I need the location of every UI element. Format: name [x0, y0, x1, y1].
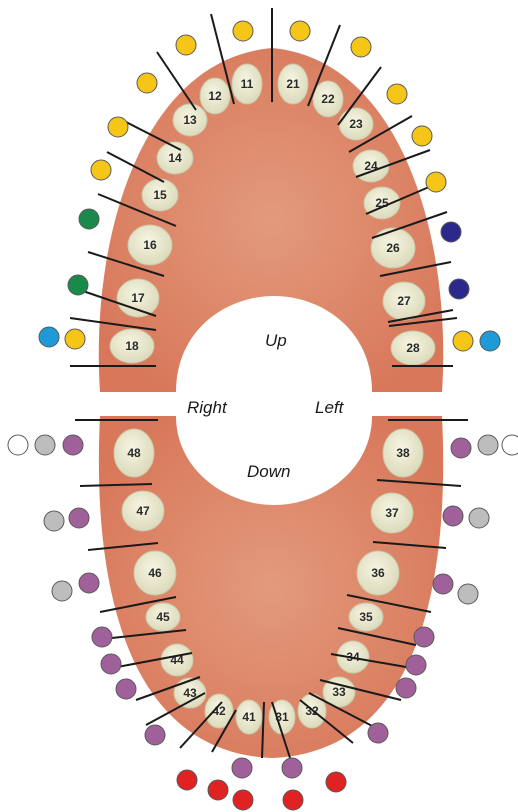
marker-31-purple[interactable]: [282, 758, 302, 778]
marker-22-yellow[interactable]: [351, 37, 371, 57]
marker-42-purple[interactable]: [145, 725, 165, 745]
marker-26-navy[interactable]: [441, 222, 461, 242]
marker-36-purple[interactable]: [433, 574, 453, 594]
marker-27-navy[interactable]: [449, 279, 469, 299]
marker-42-red[interactable]: [177, 770, 197, 790]
marker-23-yellow[interactable]: [387, 84, 407, 104]
tooth-number-13: 13: [183, 113, 197, 127]
tooth-number-18: 18: [125, 339, 139, 353]
marker-45-purple[interactable]: [92, 627, 112, 647]
label-right: Right: [187, 398, 228, 417]
tooth-number-27: 27: [397, 294, 411, 308]
marker-32-purple[interactable]: [368, 723, 388, 743]
marker-34-purple[interactable]: [406, 655, 426, 675]
tooth-number-23: 23: [349, 117, 363, 131]
marker-47-purple[interactable]: [69, 508, 89, 528]
tooth-number-16: 16: [143, 238, 157, 252]
marker-21-yellow[interactable]: [290, 21, 310, 41]
marker-31-red[interactable]: [283, 790, 303, 810]
marker-red[interactable]: [208, 780, 228, 800]
tooth-number-48: 48: [127, 446, 141, 460]
marker-37-purple[interactable]: [443, 506, 463, 526]
marker-46-gray[interactable]: [52, 581, 72, 601]
tooth-number-47: 47: [136, 504, 150, 518]
marker-33-purple[interactable]: [396, 678, 416, 698]
marker-38-purple[interactable]: [451, 438, 471, 458]
marker-15-yellow[interactable]: [91, 160, 111, 180]
marker-48-empty[interactable]: [8, 435, 28, 455]
tooth-number-35: 35: [359, 610, 373, 624]
marker-36-gray[interactable]: [458, 584, 478, 604]
tooth-number-12: 12: [208, 89, 222, 103]
tooth-number-46: 46: [148, 566, 162, 580]
tooth-number-45: 45: [156, 610, 170, 624]
marker-41-red[interactable]: [233, 790, 253, 810]
tooth-number-41: 41: [242, 710, 256, 724]
label-down: Down: [247, 462, 290, 481]
marker-44-purple[interactable]: [101, 654, 121, 674]
marker-24-yellow[interactable]: [412, 126, 432, 146]
marker-12-yellow[interactable]: [176, 35, 196, 55]
marker-46-purple[interactable]: [79, 573, 99, 593]
marker-47-gray[interactable]: [44, 511, 64, 531]
marker-13-yellow[interactable]: [137, 73, 157, 93]
marker-32-red[interactable]: [326, 772, 346, 792]
marker-37-gray[interactable]: [469, 508, 489, 528]
label-up: Up: [265, 331, 287, 350]
tooth-number-33: 33: [332, 685, 346, 699]
marker-14-yellow[interactable]: [108, 117, 128, 137]
marker-35-purple[interactable]: [414, 627, 434, 647]
marker-25-yellow[interactable]: [426, 172, 446, 192]
marker-48-gray[interactable]: [35, 435, 55, 455]
tooth-number-22: 22: [321, 92, 335, 106]
tooth-number-26: 26: [386, 241, 400, 255]
marker-28-blue[interactable]: [480, 331, 500, 351]
marker-17-green[interactable]: [68, 275, 88, 295]
tooth-number-38: 38: [396, 446, 410, 460]
marker-38-gray[interactable]: [478, 435, 498, 455]
marker-18-yellow[interactable]: [65, 329, 85, 349]
marker-43-purple[interactable]: [116, 679, 136, 699]
marker-11-yellow[interactable]: [233, 21, 253, 41]
tooth-number-11: 11: [241, 77, 254, 91]
tooth-number-28: 28: [406, 341, 420, 355]
marker-28-yellow[interactable]: [453, 331, 473, 351]
marker-48-purple[interactable]: [63, 435, 83, 455]
tooth-number-37: 37: [385, 506, 399, 520]
tooth-number-17: 17: [131, 291, 145, 305]
tooth-number-21: 21: [286, 77, 300, 91]
marker-16-green[interactable]: [79, 209, 99, 229]
tooth-number-14: 14: [168, 151, 182, 165]
tooth-number-15: 15: [153, 188, 167, 202]
label-left: Left: [315, 398, 345, 417]
tooth-number-36: 36: [371, 566, 385, 580]
marker-38-empty[interactable]: [502, 435, 518, 455]
marker-41-purple[interactable]: [232, 758, 252, 778]
marker-18-blue[interactable]: [39, 327, 59, 347]
